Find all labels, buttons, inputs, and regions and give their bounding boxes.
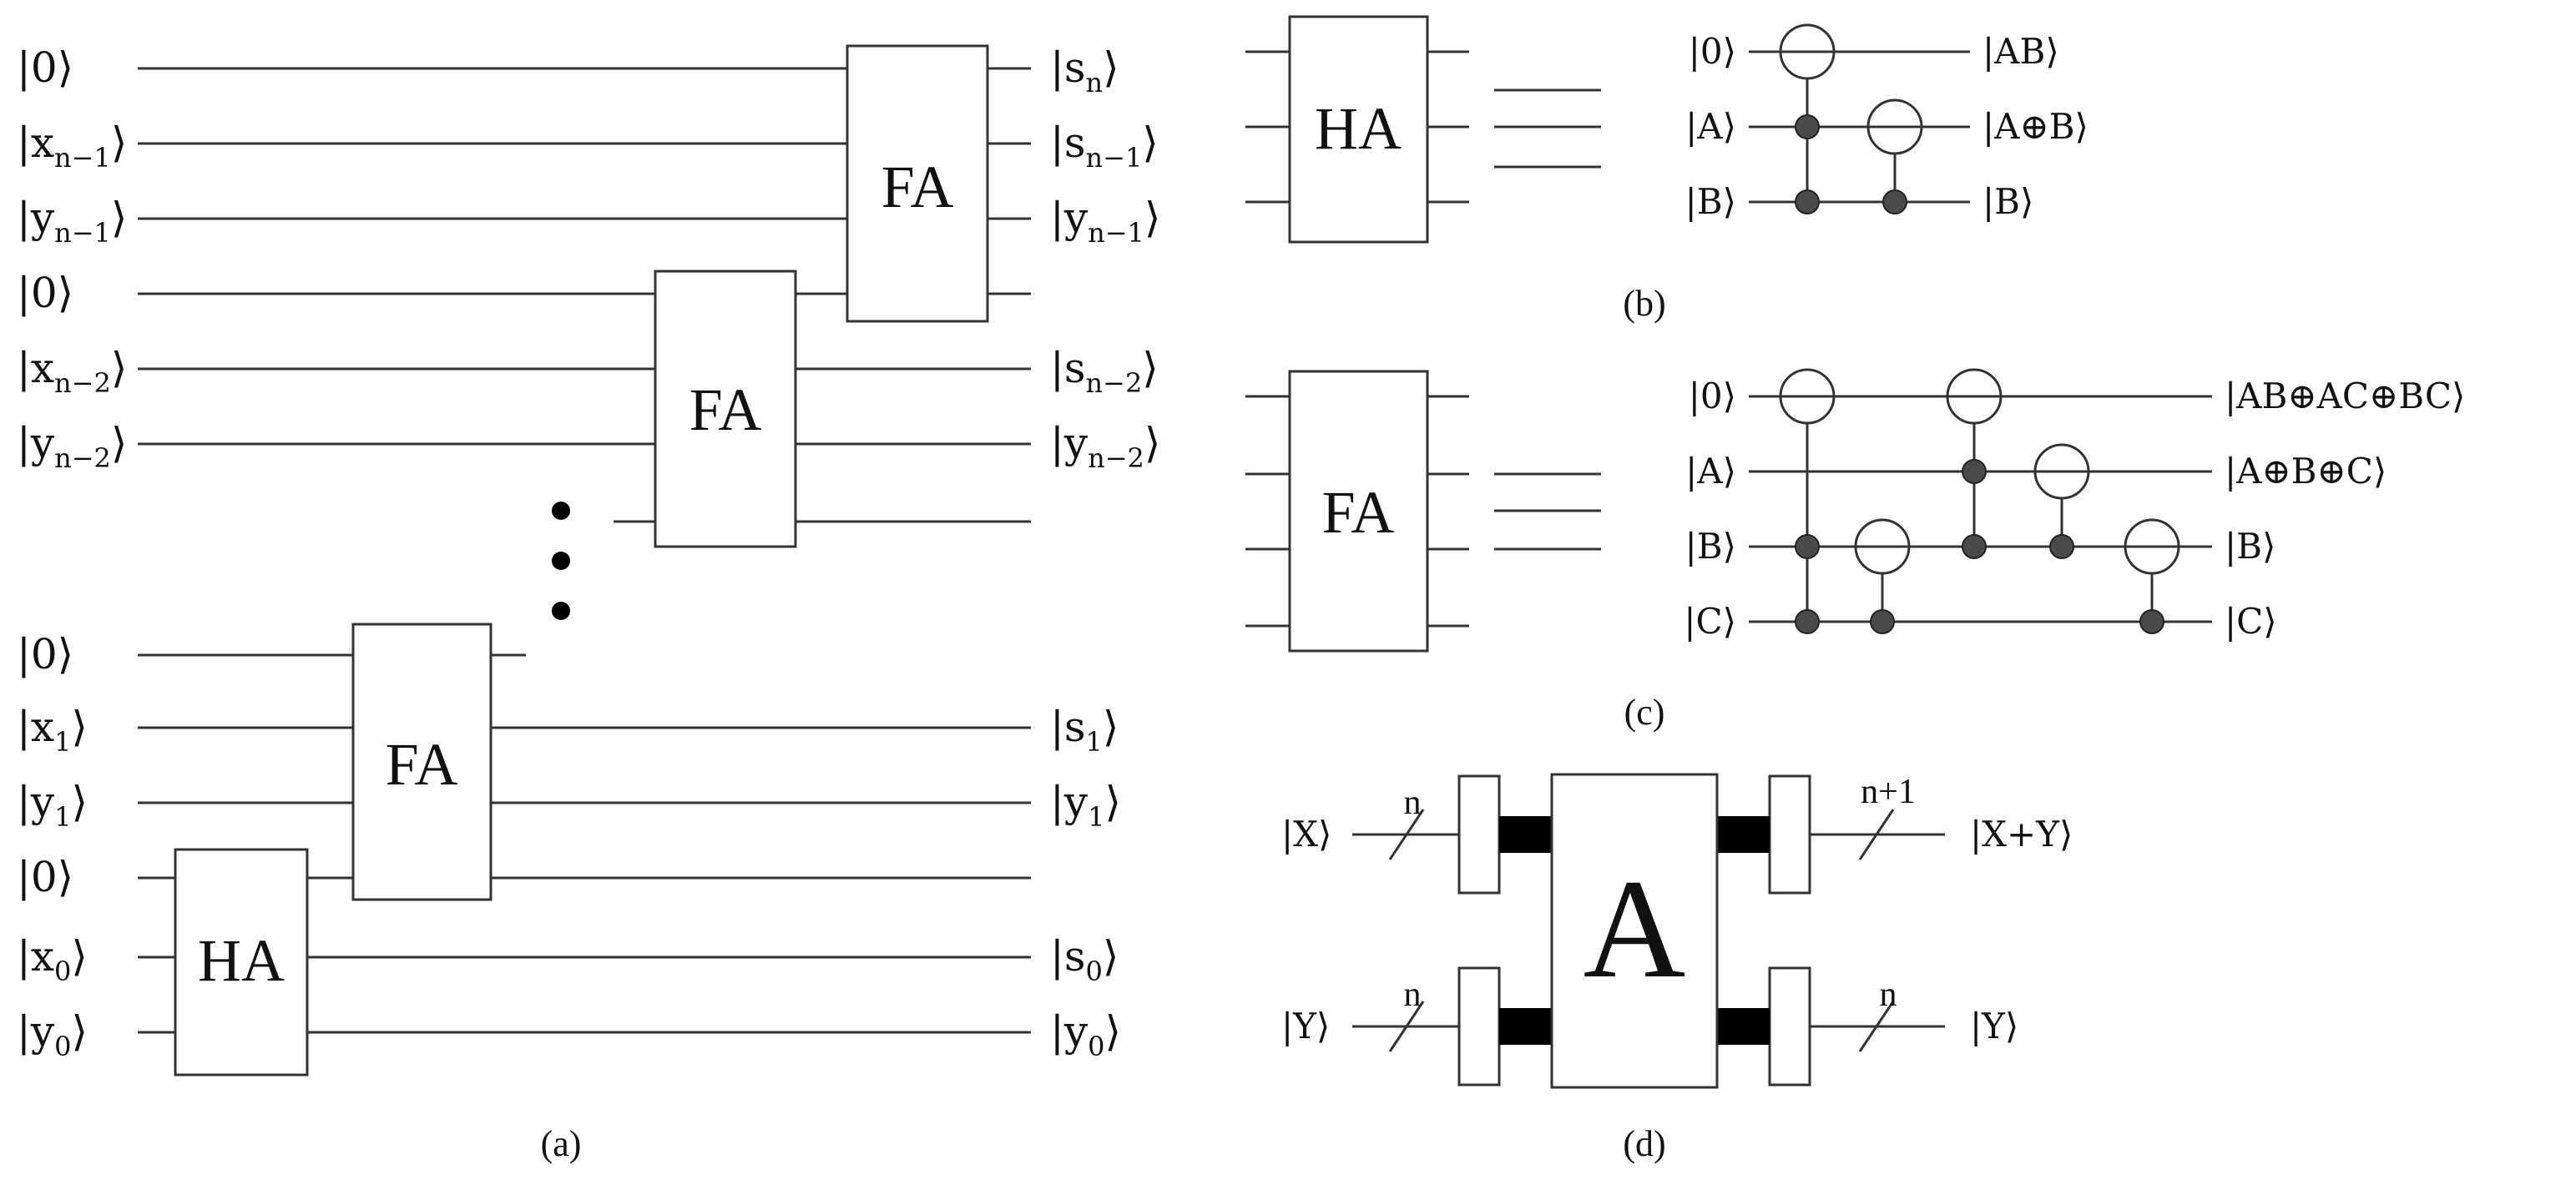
output-label: |y1⟩ — [1050, 778, 1121, 833]
control-dot-icon — [1870, 609, 1895, 634]
output-label: |C⟩ — [2225, 601, 2277, 642]
input-label: |y1⟩ — [17, 778, 88, 833]
bus-width-label: n — [1404, 976, 1422, 1014]
output-label: |s1⟩ — [1050, 703, 1119, 758]
control-dot-icon — [2139, 609, 2164, 634]
output-label: |Y⟩ — [1970, 1006, 2018, 1046]
output-label: |B⟩ — [2225, 526, 2275, 567]
fa-gate-middle: FA — [654, 270, 797, 548]
input-label: |0⟩ — [17, 853, 73, 901]
input-label: |y0⟩ — [17, 1007, 88, 1062]
output-label: |X+Y⟩ — [1970, 814, 2073, 855]
continuation-dots — [552, 502, 570, 620]
control-dot-icon — [1795, 114, 1820, 139]
panel-c: FA — [1245, 368, 2465, 733]
ha-gate: HA — [174, 848, 309, 1077]
fa-circuit — [1749, 368, 2212, 634]
fa-gate-bottom-label: FA — [386, 731, 458, 798]
output-label: |sn−2⟩ — [1050, 344, 1159, 399]
input-label: |B⟩ — [1685, 526, 1736, 567]
fa-gate-middle-label: FA — [689, 376, 762, 443]
bus-slash-icon — [1388, 1001, 1425, 1052]
bus-width-label: n+1 — [1861, 773, 1916, 811]
input-label: |C⟩ — [1684, 601, 1736, 642]
output-label: |AB⟩ — [1983, 31, 2059, 72]
input-label: |X⟩ — [1281, 814, 1331, 855]
output-label: |y0⟩ — [1050, 1007, 1121, 1062]
bus-slash-icon — [1858, 1001, 1895, 1052]
caption-a: (a) — [541, 1123, 582, 1164]
control-dot-icon — [1962, 459, 1987, 484]
input-label: |0⟩ — [17, 43, 73, 92]
equals-sign — [1494, 88, 1601, 169]
bus-width-label: n — [1404, 784, 1422, 822]
output-label: |s0⟩ — [1050, 932, 1119, 987]
input-label: |A⟩ — [1685, 106, 1736, 147]
input-label: |0⟩ — [1689, 376, 1736, 416]
output-label: |yn−1⟩ — [1050, 194, 1160, 249]
input-label: |x1⟩ — [17, 703, 88, 758]
output-label: |sn⟩ — [1050, 43, 1119, 98]
panel-a: FA FA FA HA |0⟩ |xn−1⟩ |yn−1⟩ |0⟩ |xn−2⟩… — [17, 43, 1160, 1164]
adder-gate — [1550, 773, 1719, 1089]
output-label: |A⊕B⟩ — [1983, 106, 2089, 147]
control-dot-icon — [1962, 534, 1987, 559]
panel-b: HA |0⟩ |A⟩ |B⟩ |AB⟩ |A⊕B⟩ |B⟩ — [1245, 15, 2089, 324]
input-label: |Y⟩ — [1281, 1006, 1330, 1046]
input-label: |xn−1⟩ — [17, 118, 127, 174]
input-label: |0⟩ — [17, 630, 73, 678]
output-label: |yn−2⟩ — [1050, 419, 1160, 474]
caption-c: (c) — [1624, 692, 1665, 733]
input-label: |x0⟩ — [17, 932, 88, 987]
control-dot-icon — [1795, 534, 1820, 559]
panel-a-outputs: |sn⟩ |sn−1⟩ |yn−1⟩ |sn−2⟩ |yn−2⟩ |s1⟩ |y… — [1050, 43, 1160, 1062]
panel-d: A |X⟩ |Y⟩ n n n+1 n |X+Y⟩ |Y⟩ (d) — [1281, 773, 2073, 1164]
input-label: |yn−2⟩ — [17, 419, 127, 474]
ha-circuit — [1749, 23, 1970, 214]
control-dot-icon — [1882, 189, 1907, 214]
control-dot-icon — [1795, 189, 1820, 214]
caption-d: (d) — [1623, 1123, 1665, 1164]
panel-a-inputs: |0⟩ |xn−1⟩ |yn−1⟩ |0⟩ |xn−2⟩ |yn−2⟩ |0⟩ … — [17, 43, 127, 1062]
ha-block-label: HA — [1315, 95, 1402, 162]
input-label: |0⟩ — [1689, 31, 1736, 72]
bus-slash-icon — [1388, 809, 1425, 860]
input-label: |0⟩ — [17, 269, 73, 317]
output-label: |AB⊕AC⊕BC⟩ — [2225, 376, 2465, 416]
caption-b: (b) — [1623, 283, 1665, 324]
fa-block: FA — [1245, 370, 1469, 653]
ha-block: HA — [1245, 15, 1469, 244]
fa-gate-top-label: FA — [881, 154, 954, 220]
input-label: |yn−1⟩ — [17, 194, 127, 249]
input-label: |xn−2⟩ — [17, 344, 127, 399]
adder-gate-label: A — [1583, 850, 1686, 1007]
fa-block-label: FA — [1322, 479, 1395, 546]
input-label: |B⟩ — [1685, 181, 1736, 222]
ha-gate-label: HA — [198, 927, 285, 994]
output-label: |A⊕B⊕C⟩ — [2225, 451, 2387, 492]
input-label: |A⟩ — [1685, 451, 1736, 492]
control-dot-icon — [2049, 534, 2074, 559]
bus-width-label: n — [1880, 976, 1897, 1014]
fa-gate-top: FA — [846, 44, 989, 323]
output-label: |B⟩ — [1983, 181, 2033, 222]
equals-sign — [1494, 472, 1601, 551]
fa-gate-bottom: FA — [351, 623, 492, 901]
output-label: |sn−1⟩ — [1050, 118, 1159, 174]
control-dot-icon — [1795, 609, 1820, 634]
bus-slash-icon — [1858, 809, 1895, 860]
